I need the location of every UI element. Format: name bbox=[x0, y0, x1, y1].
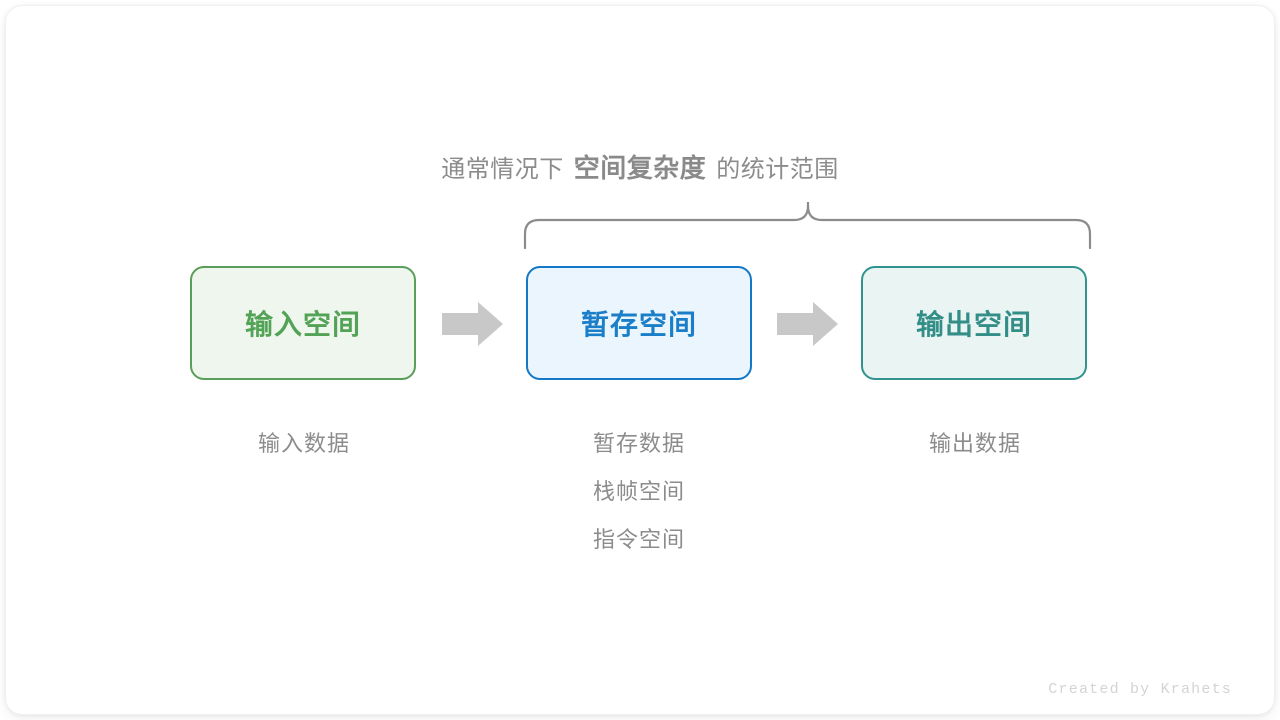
curly-brace-icon bbox=[523, 202, 1092, 250]
box-input-space[interactable]: 输入空间 bbox=[190, 266, 416, 380]
brace-group bbox=[515, 196, 1100, 252]
box-input-space-label: 输入空间 bbox=[244, 309, 361, 340]
credit-text: Created by Krahets bbox=[1048, 681, 1232, 698]
caption-line: 输入数据 bbox=[257, 431, 350, 456]
caption-column-output: 输出数据 bbox=[845, 420, 1105, 468]
caption-column-input: 输入数据 bbox=[174, 420, 434, 468]
right-arrow-icon bbox=[777, 302, 838, 346]
arrow-input-to-temp bbox=[442, 301, 504, 347]
heading-prefix: 通常情况下 bbox=[441, 156, 564, 183]
box-output-space-label: 输出空间 bbox=[915, 309, 1032, 340]
arrow-temp-to-output bbox=[777, 301, 839, 347]
caption-line: 栈帧空间 bbox=[592, 479, 685, 504]
heading-emphasis: 空间复杂度 bbox=[573, 153, 707, 183]
diagram-heading: 通常情况下空间复杂度的统计范围 bbox=[0, 148, 1280, 185]
caption-line: 指令空间 bbox=[592, 527, 685, 552]
caption-line: 输出数据 bbox=[928, 431, 1021, 456]
caption-column-temp: 暂存数据 栈帧空间 指令空间 bbox=[509, 420, 769, 564]
right-arrow-icon bbox=[442, 302, 503, 346]
box-temp-space[interactable]: 暂存空间 bbox=[526, 266, 752, 380]
box-output-space[interactable]: 输出空间 bbox=[861, 266, 1087, 380]
heading-suffix: 的统计范围 bbox=[716, 156, 839, 183]
box-temp-space-label: 暂存空间 bbox=[580, 309, 697, 340]
caption-line: 暂存数据 bbox=[592, 431, 685, 456]
